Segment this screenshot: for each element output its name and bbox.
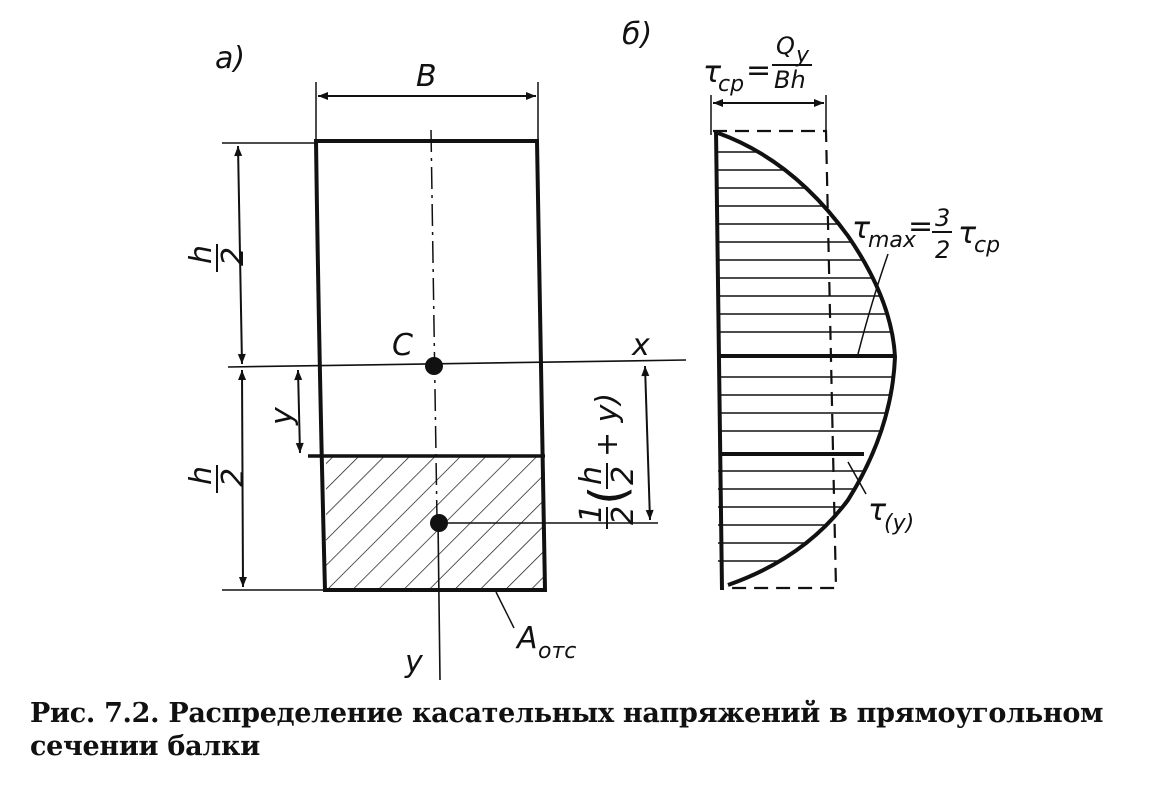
x-axis-label: x	[631, 328, 650, 363]
tau-avg-symbol: τ	[703, 55, 722, 90]
tau-max-coef-den: 2	[935, 236, 950, 264]
tau-y-symbol: τ	[868, 493, 887, 528]
arm-tail: + y)	[590, 393, 625, 457]
arm-prefix-den: 2	[606, 506, 641, 525]
tau-avg-formula: τ cp = Q y Bh	[703, 32, 812, 97]
lower-half-dimension	[238, 369, 247, 588]
width-label: B	[416, 59, 437, 94]
tau-avg-subscript: cp	[718, 72, 744, 97]
upper-half-denominator: 2	[216, 247, 251, 266]
arm-h-den: 2	[606, 466, 641, 485]
upper-half-label: h 2	[184, 244, 251, 272]
tau-max-coef-num: 3	[935, 204, 950, 232]
centroid-label: C	[392, 328, 413, 363]
qy-numerator: Q	[776, 32, 795, 60]
vertical-axis	[430, 129, 438, 521]
lower-half-h: h	[184, 466, 219, 485]
arm-h: h	[574, 466, 609, 485]
tau-max-tau-subscript: cp	[974, 233, 1000, 258]
vertical-axis-lower	[437, 519, 441, 681]
tau-y-subscript: (y)	[884, 511, 914, 536]
tau-max-tau: τ	[958, 216, 977, 251]
panel-a-label: a)	[215, 41, 245, 76]
y-axis-label: y	[404, 645, 424, 680]
tau-max-formula: τ max = 3 2 τ cp	[852, 204, 1000, 264]
y-dimension-line	[294, 369, 304, 454]
qy-denominator: Bh	[774, 66, 806, 94]
arm-dimension-line	[641, 365, 654, 521]
area-label: A	[515, 621, 538, 656]
cutoff-centroid-dot	[430, 514, 448, 532]
upper-half-dimension	[234, 145, 246, 365]
panel-b-label: б)	[622, 17, 652, 52]
upper-half-h: h	[184, 245, 219, 264]
tau-max-symbol: τ	[852, 211, 871, 246]
lower-half-label: h 2	[184, 465, 251, 493]
arm-open-paren: (	[579, 485, 637, 505]
panel-a: a) B x y C h 2	[184, 41, 687, 681]
tau-y-leader	[847, 461, 867, 495]
diagram-base-line	[714, 129, 724, 591]
lower-half-denominator: 2	[216, 468, 251, 487]
area-subscript: отс	[538, 639, 576, 664]
centroid-dot	[425, 357, 443, 375]
horizontal-axis	[227, 359, 687, 368]
section-outline	[313, 139, 548, 592]
arm-dimension-label: 1 2 ( h 2 + y)	[574, 393, 641, 529]
qy-subscript: y	[795, 43, 810, 68]
tau-max-leader	[857, 253, 889, 355]
y-dimension-label: y	[265, 406, 300, 426]
average-stress-rectangle	[713, 129, 838, 590]
tau-max-subscript: max	[868, 228, 917, 253]
figure-caption: Рис. 7.2. Распределение касательных напр…	[30, 698, 1104, 762]
panel-b: б) τ cp = Q y Bh	[622, 17, 1000, 591]
arm-prefix-num: 1	[574, 504, 609, 523]
tau-max-equals: =	[908, 209, 933, 244]
y-dimension-label-group: y	[265, 406, 300, 426]
area-leader-line	[495, 591, 515, 629]
tau-avg-equals: =	[746, 53, 771, 88]
